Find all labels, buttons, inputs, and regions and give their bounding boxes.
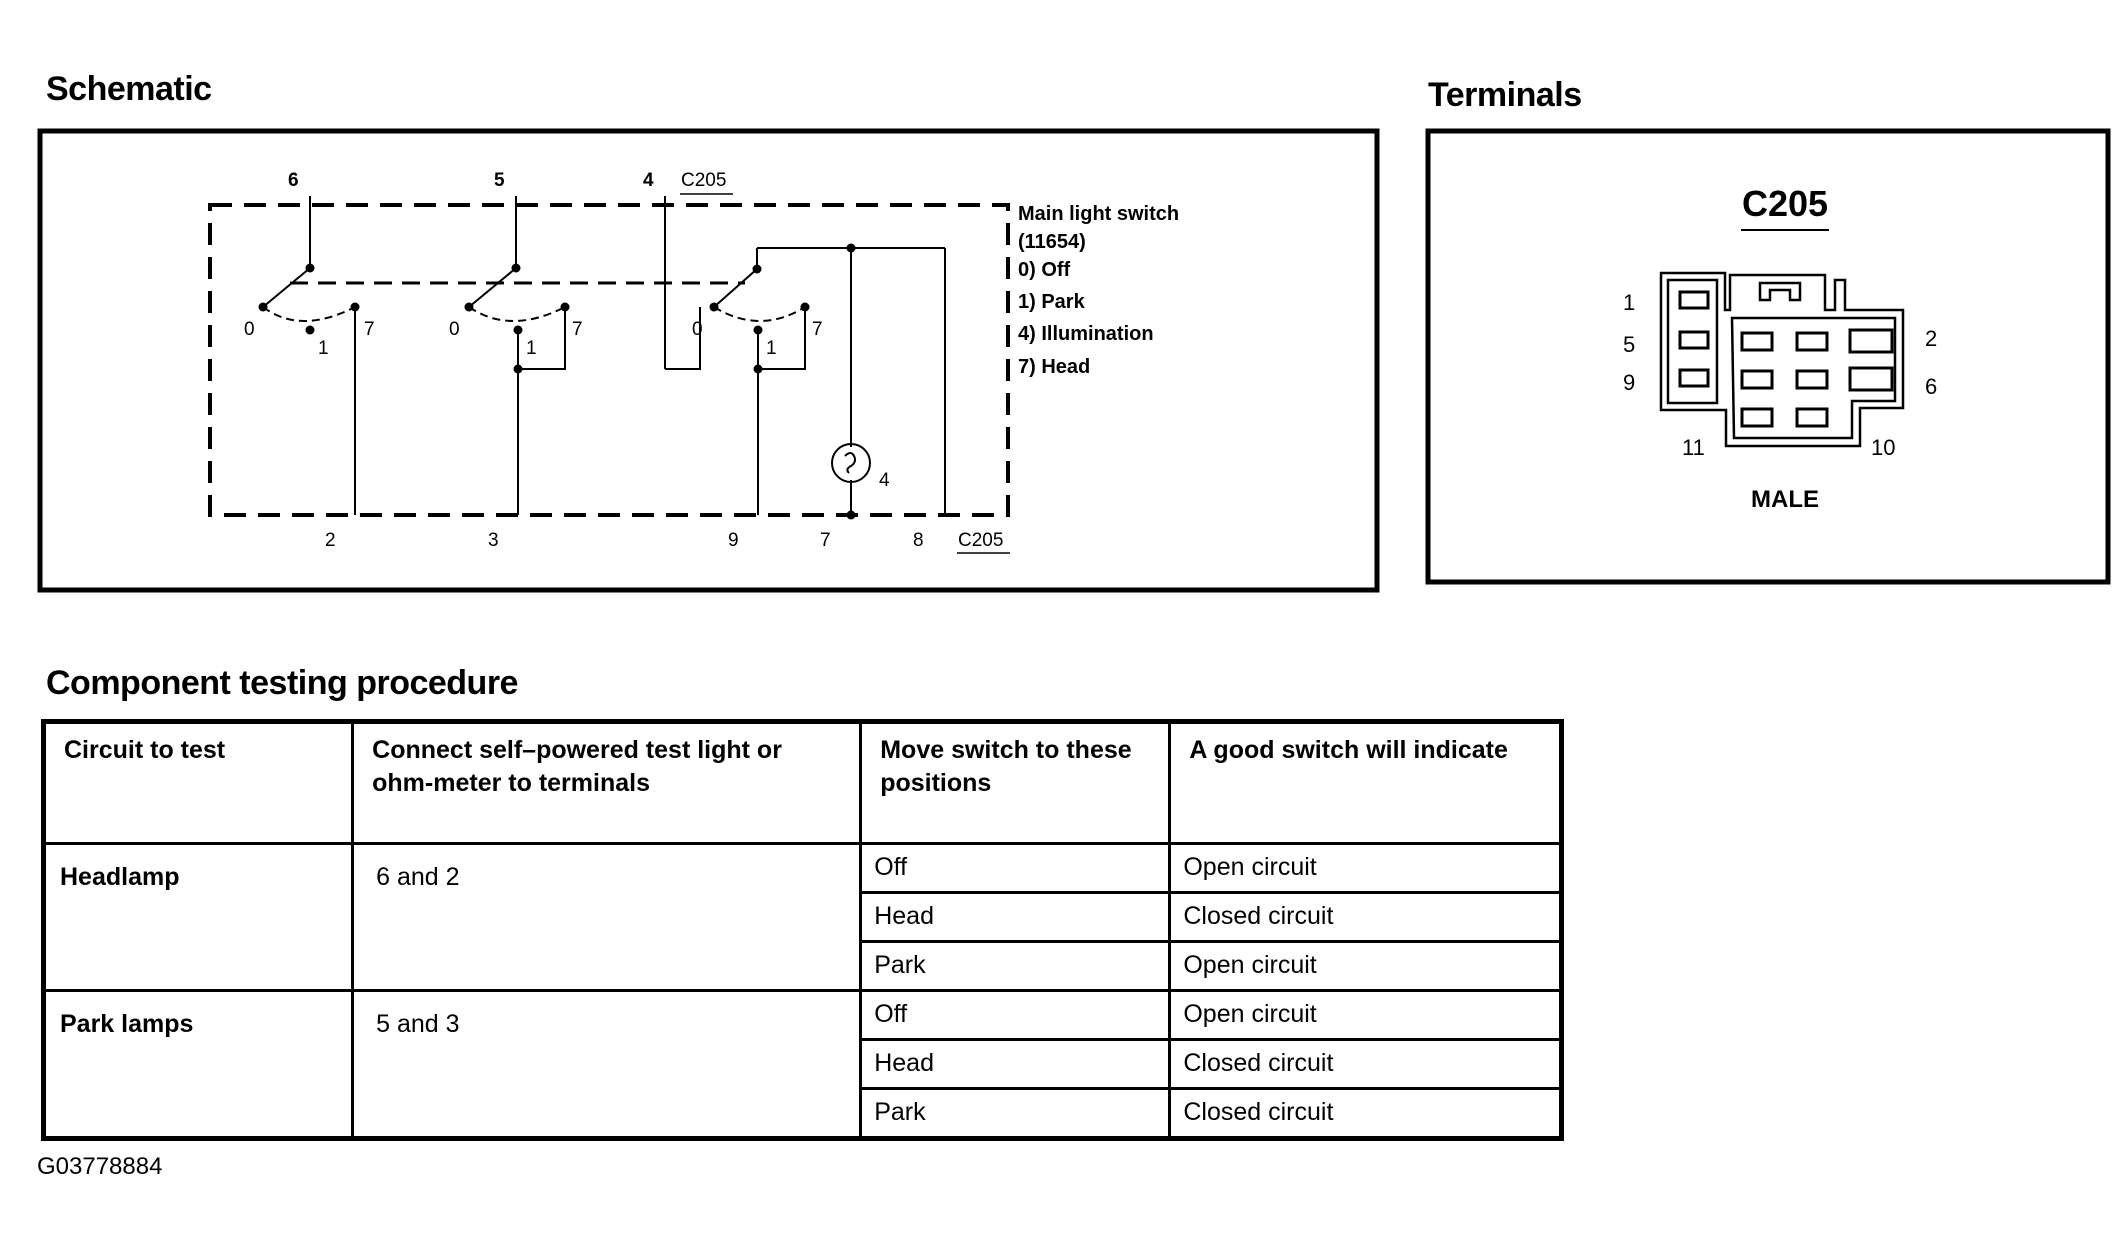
pin-label: 11 [1682, 435, 1705, 460]
connector-body [1659, 271, 1905, 448]
result-cell: Closed circuit [1168, 1087, 1563, 1140]
switch-part-number: (11654) [1018, 231, 1086, 253]
table-row: Head Closed circuit [44, 1038, 1563, 1090]
position-cell: Park [859, 1087, 1172, 1140]
switch-pos-label: 7 [364, 319, 375, 340]
switch-pos-label: 0 [692, 319, 703, 340]
schematic-frame [37, 128, 1380, 593]
schematic-title: Schematic [46, 70, 212, 108]
connector-name: C205 [1742, 183, 1828, 224]
result-cell: Open circuit [1168, 842, 1563, 894]
position-cell: Head [859, 891, 1172, 943]
column-header: Circuit to test [41, 720, 355, 845]
pin-label: 1 [1623, 290, 1635, 315]
table-header-row: Circuit to test Connect self–powered tes… [41, 720, 1563, 845]
table-row: Headlamp 6 and 2 Off Open circuit [41, 842, 1563, 992]
switch-housing [208, 203, 1010, 517]
switch-position-item: 1) Park [1018, 291, 1086, 313]
switch-pos-label: 1 [766, 338, 777, 359]
table-row: Park Closed circuit [44, 1087, 1563, 1140]
procedure-table: Circuit to test Connect self–powered tes… [41, 719, 1564, 1141]
switch-wiring [262, 196, 946, 515]
position-cell: Off [859, 842, 1172, 894]
terminals-title: Terminals [1428, 76, 1582, 114]
result-cell: Closed circuit [1168, 1038, 1563, 1090]
top-terminal-label: 4 [643, 170, 654, 191]
pin-label: 9 [1623, 370, 1635, 395]
switch-name: Main light switch [1018, 203, 1179, 225]
bottom-terminal-label: 2 [325, 530, 336, 551]
column-header: Move switch to these positions [859, 720, 1172, 845]
circuit-cell: Park lamps [41, 989, 355, 1140]
column-header: A good switch will indicate [1168, 720, 1563, 845]
switch-position-item: 0) Off [1018, 259, 1071, 281]
terminals-cell: 5 and 3 [351, 989, 863, 1140]
switch-pos-label: 0 [449, 319, 460, 340]
switch-pos-label: 1 [318, 338, 329, 359]
switch-pos-label: 7 [572, 319, 583, 340]
figure-id: G03778884 [37, 1153, 163, 1180]
terminals-cell: 6 and 2 [351, 842, 863, 992]
switch-pos-label: 7 [812, 319, 823, 340]
bottom-terminal-label: 3 [488, 530, 499, 551]
connector-gender: MALE [1751, 486, 1819, 513]
top-terminal-label: 5 [494, 170, 505, 191]
pin-label: 6 [1925, 374, 1937, 399]
table-row: Park Open circuit [44, 940, 1563, 992]
switch-pos-label: 0 [244, 319, 255, 340]
connector-pins [1678, 290, 1894, 428]
bottom-terminal-label: 8 [913, 530, 924, 551]
pin-label: 5 [1623, 332, 1635, 357]
result-cell: Open circuit [1168, 940, 1563, 992]
switch-pos-label: 1 [526, 338, 537, 359]
result-cell: Open circuit [1168, 989, 1563, 1041]
terminals-frame [1425, 128, 2111, 585]
bottom-connector-label: C205 [958, 530, 1003, 551]
table-row: Head Closed circuit [44, 891, 1563, 943]
lamp-label: 4 [879, 470, 890, 491]
bottom-terminal-label: 9 [728, 530, 739, 551]
connector-diagram: C205 1 5 9 2 6 11 10 MALE [1425, 128, 2111, 585]
position-cell: Off [859, 989, 1172, 1041]
top-terminal-label: 6 [288, 170, 299, 191]
switch-position-item: 4) Illumination [1018, 323, 1154, 345]
result-cell: Closed circuit [1168, 891, 1563, 943]
schematic-diagram: 6 5 4 C205 0 1 7 0 1 7 0 1 7 4 2 3 9 7 8… [37, 128, 1380, 593]
table-row: Park lamps 5 and 3 Off Open circuit [41, 989, 1563, 1140]
procedure-title: Component testing procedure [46, 664, 518, 702]
pin-label: 10 [1871, 435, 1895, 460]
position-cell: Park [859, 940, 1172, 992]
bottom-terminal-label: 7 [820, 530, 831, 551]
top-connector-label: C205 [681, 170, 726, 191]
circuit-cell: Headlamp [41, 842, 355, 992]
column-header: Connect self–powered test light or ohm-m… [351, 720, 863, 845]
switch-contacts [258, 243, 856, 520]
position-cell: Head [859, 1038, 1172, 1090]
pin-label: 2 [1925, 326, 1937, 351]
switch-position-item: 7) Head [1018, 356, 1090, 378]
